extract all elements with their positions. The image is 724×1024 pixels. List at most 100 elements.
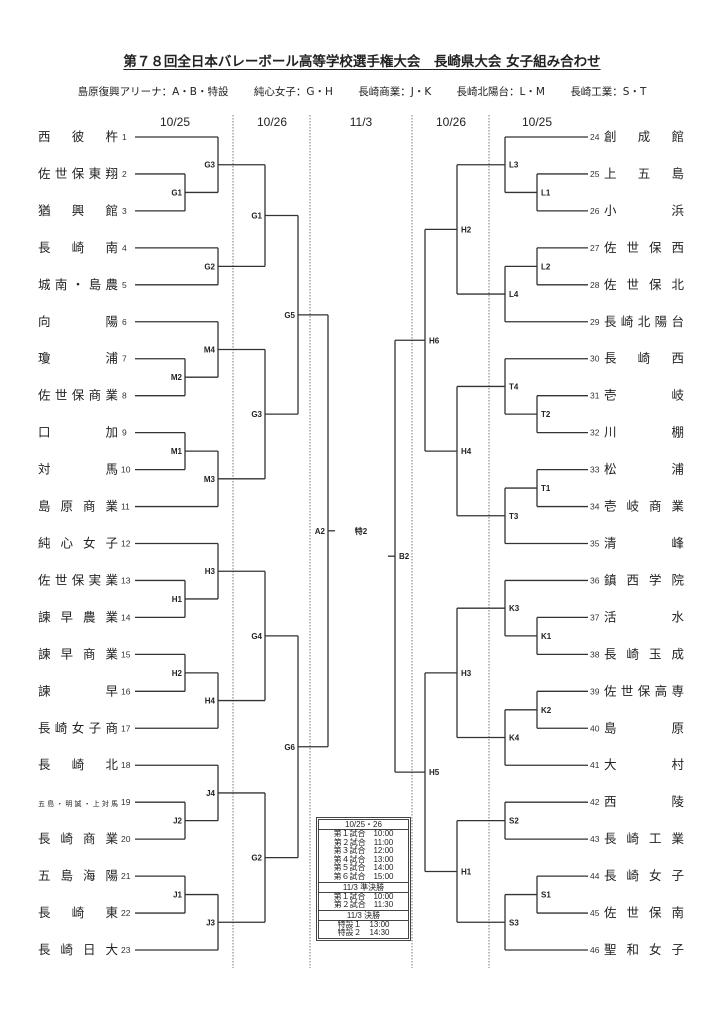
team-number: 45 bbox=[590, 908, 600, 918]
match-label: M1 bbox=[171, 447, 183, 456]
team-number: 22 bbox=[121, 908, 131, 918]
match-label: L4 bbox=[509, 290, 519, 299]
match-label: L2 bbox=[541, 262, 551, 271]
schedule-header: 11/3 準決勝 bbox=[319, 881, 408, 893]
match-label: H3 bbox=[205, 567, 216, 576]
team-name: 長 崎 玉 成 bbox=[604, 646, 684, 661]
date-final: 11/3 bbox=[350, 115, 373, 129]
team-entry: 大 村 41 bbox=[590, 757, 684, 772]
team-number: 10 bbox=[121, 465, 131, 475]
team-name: 清 峰 bbox=[604, 536, 684, 551]
match-label: H1 bbox=[172, 595, 183, 604]
team-name: 小 浜 bbox=[604, 203, 684, 218]
round-dates: 10/25 10/26 11/3 10/26 10/25 bbox=[160, 115, 552, 129]
match-label: A2 bbox=[315, 527, 326, 536]
match-label: G5 bbox=[284, 311, 295, 320]
team-number: 38 bbox=[590, 649, 600, 659]
team-number: 40 bbox=[590, 723, 600, 733]
match-label: G3 bbox=[251, 410, 262, 419]
team-name: 口 加 bbox=[38, 425, 118, 440]
round-dividers bbox=[232, 115, 490, 968]
team-entry: 小 浜26 bbox=[590, 203, 684, 218]
match-label: J3 bbox=[206, 918, 215, 927]
team-number: 20 bbox=[121, 834, 131, 844]
team-name: 長崎北陽台 bbox=[604, 314, 684, 329]
team-entry: 長 崎 女 子44 bbox=[590, 868, 684, 883]
team-name: 五 島 海 陽 bbox=[38, 868, 118, 883]
team-name: 長 崎 西 bbox=[604, 351, 684, 366]
team-name: 長崎女子商 bbox=[38, 720, 118, 735]
team-number: 16 bbox=[121, 686, 131, 696]
team-name: 島 原 bbox=[604, 720, 684, 735]
team-number: 33 bbox=[590, 465, 600, 475]
team-name: 長 崎 東 bbox=[38, 905, 118, 920]
team-number: 6 bbox=[122, 317, 127, 327]
team-name: 純 心 女 子 bbox=[38, 536, 118, 551]
team-name: 佐世保東翔 bbox=[38, 166, 118, 181]
schedule-row: 第１試合 10:00 bbox=[333, 829, 394, 838]
team-name: 聖 和 女 子 bbox=[604, 942, 684, 957]
team-number: 23 bbox=[121, 945, 131, 955]
team-entry: 創 成 館24 bbox=[590, 129, 684, 144]
team-name: 五島・明誠・上対馬 bbox=[38, 799, 118, 808]
team-name: 長 崎 商 業 bbox=[38, 831, 118, 846]
team-number: 41 bbox=[590, 760, 600, 770]
match-label: H2 bbox=[461, 225, 472, 234]
team-number: 2 bbox=[122, 169, 127, 179]
match-label: S2 bbox=[509, 817, 519, 826]
page-title: 第７８回全日本バレーボール高等学校選手権大会 長崎県大会 女子組み合わせ bbox=[123, 54, 601, 70]
team-number: 1 bbox=[122, 132, 127, 142]
team-number: 28 bbox=[590, 280, 600, 290]
match-label: G3 bbox=[204, 161, 215, 170]
team-number: 7 bbox=[122, 354, 127, 364]
team-number: 5 bbox=[122, 280, 127, 290]
team-number: 15 bbox=[121, 649, 131, 659]
match-label: K1 bbox=[541, 632, 552, 641]
match-label: H4 bbox=[205, 697, 216, 706]
team-number: 8 bbox=[122, 391, 127, 401]
team-entry: 西 陵42 bbox=[590, 794, 684, 809]
team-number: 4 bbox=[122, 243, 127, 253]
match-label: T4 bbox=[509, 382, 519, 391]
match-label: H4 bbox=[461, 447, 472, 456]
match-label: J2 bbox=[173, 817, 182, 826]
team-name: 佐世保実業 bbox=[38, 572, 118, 587]
date-left-r1: 10/25 bbox=[160, 115, 190, 129]
team-name: 大 村 bbox=[604, 757, 684, 772]
schedule-row: 第４試合 13:00 bbox=[333, 854, 394, 864]
team-number: 36 bbox=[590, 575, 600, 585]
team-name: 向 陽 bbox=[38, 314, 118, 329]
team-name: 活 水 bbox=[604, 609, 684, 624]
match-label: K2 bbox=[541, 706, 552, 715]
match-label: T2 bbox=[541, 410, 551, 419]
venue-item: 長崎北陽台：L・M bbox=[456, 86, 545, 98]
team-name: 佐 世 保 南 bbox=[604, 905, 684, 920]
schedule-row: 特設１ 13:00 bbox=[337, 919, 390, 929]
team-name: 佐世保高専 bbox=[604, 683, 684, 698]
match-label: H6 bbox=[429, 336, 440, 345]
team-name: 壱 岐 商 業 bbox=[604, 499, 684, 514]
team-entry: 鎮 西 学 院36 bbox=[590, 572, 684, 587]
schedule-header: 11/3 決勝 bbox=[319, 909, 408, 921]
match-label: G1 bbox=[171, 188, 182, 197]
match-label: M4 bbox=[204, 345, 216, 354]
match-label: G2 bbox=[204, 262, 215, 271]
match-label: H2 bbox=[172, 669, 183, 678]
